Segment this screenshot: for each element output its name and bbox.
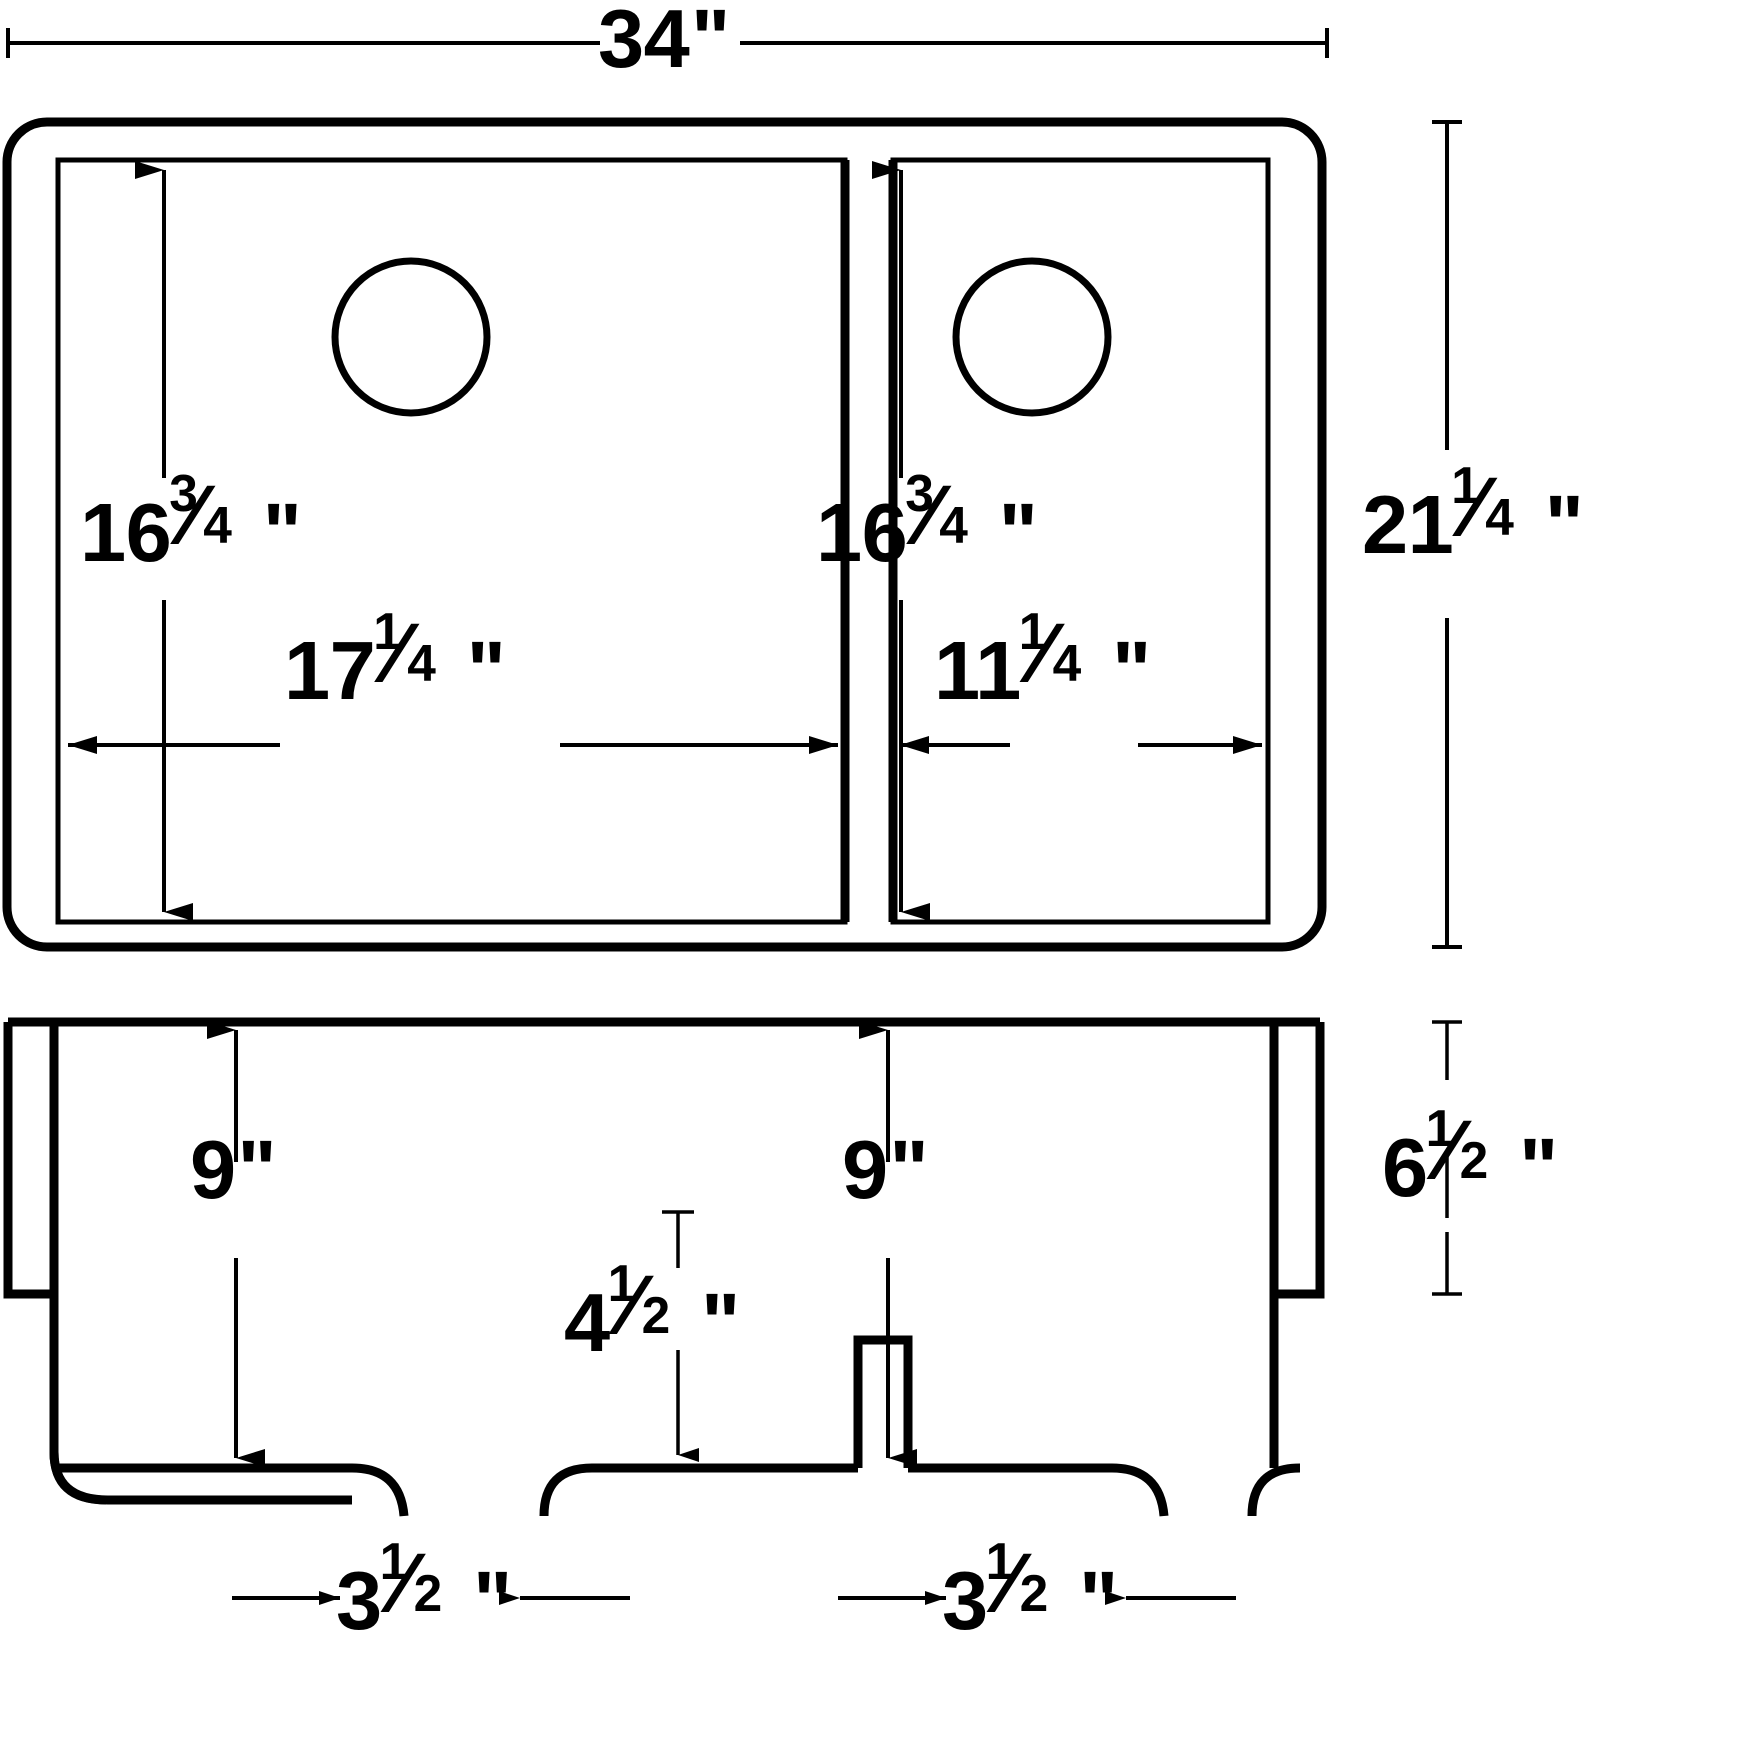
center-floor-left-radius	[539, 1463, 593, 1517]
left-floor-right-radius	[351, 1463, 409, 1517]
top-view	[2, 28, 1462, 952]
dim-overall-height	[1432, 1020, 1462, 1296]
dim-label-left-bowl-height: 9"	[190, 1123, 277, 1216]
bowl-divider-ridge	[853, 1335, 913, 1468]
left-drain-icon	[331, 257, 491, 417]
left-flange-lip	[3, 1022, 54, 1299]
dim-overall-depth	[1432, 120, 1462, 949]
left-flange	[3, 1022, 54, 1299]
right-flange	[1274, 1022, 1325, 1299]
right-drain-icon	[952, 257, 1112, 417]
dim-label-right-bowl-height: 9"	[842, 1123, 929, 1216]
sink-outer-rim	[2, 117, 1327, 952]
dim-label-overall-width: 34"	[598, 0, 730, 85]
left-bottom-radius	[49, 1451, 107, 1505]
dim-divider-height	[662, 1210, 699, 1462]
left-bowl-wall	[49, 1022, 352, 1505]
front-view	[3, 1017, 1462, 1605]
center-floor-right-radius	[1111, 1463, 1169, 1517]
right-floor-left-radius	[1247, 1463, 1301, 1517]
dim-overall-width	[6, 28, 1329, 58]
